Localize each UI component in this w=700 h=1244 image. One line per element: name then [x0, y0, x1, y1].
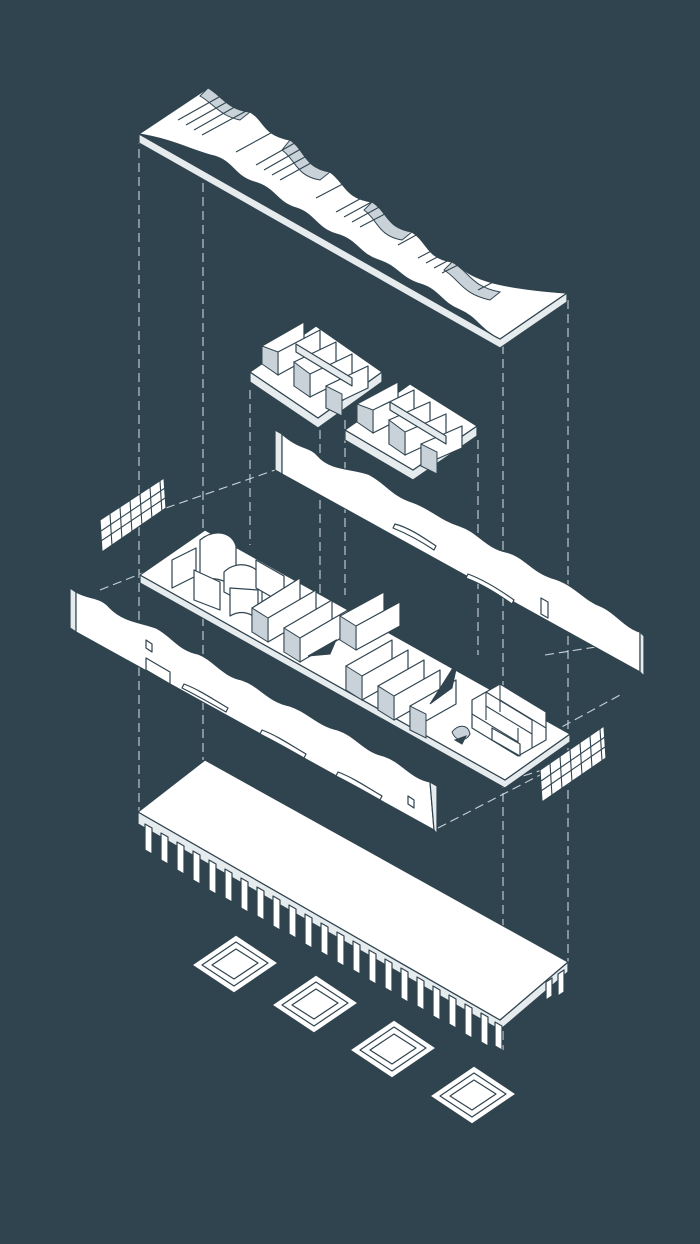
- footing-2: [271, 974, 359, 1034]
- rear-scalloped-wall: [274, 429, 645, 677]
- footing-1: [191, 934, 279, 994]
- upper-room-module-left: [249, 321, 383, 429]
- arcade-base: [137, 759, 569, 1051]
- footing-3: [349, 1019, 437, 1079]
- end-grid-window-right: [539, 725, 607, 803]
- front-scalloped-wall: [69, 587, 438, 835]
- roof: [138, 87, 568, 349]
- upper-room-module-right: [344, 381, 478, 481]
- foundation-footings: [191, 934, 517, 1125]
- main-floor-plate: [139, 529, 571, 789]
- end-grid-window-left: [99, 477, 167, 553]
- footing-4: [429, 1065, 517, 1125]
